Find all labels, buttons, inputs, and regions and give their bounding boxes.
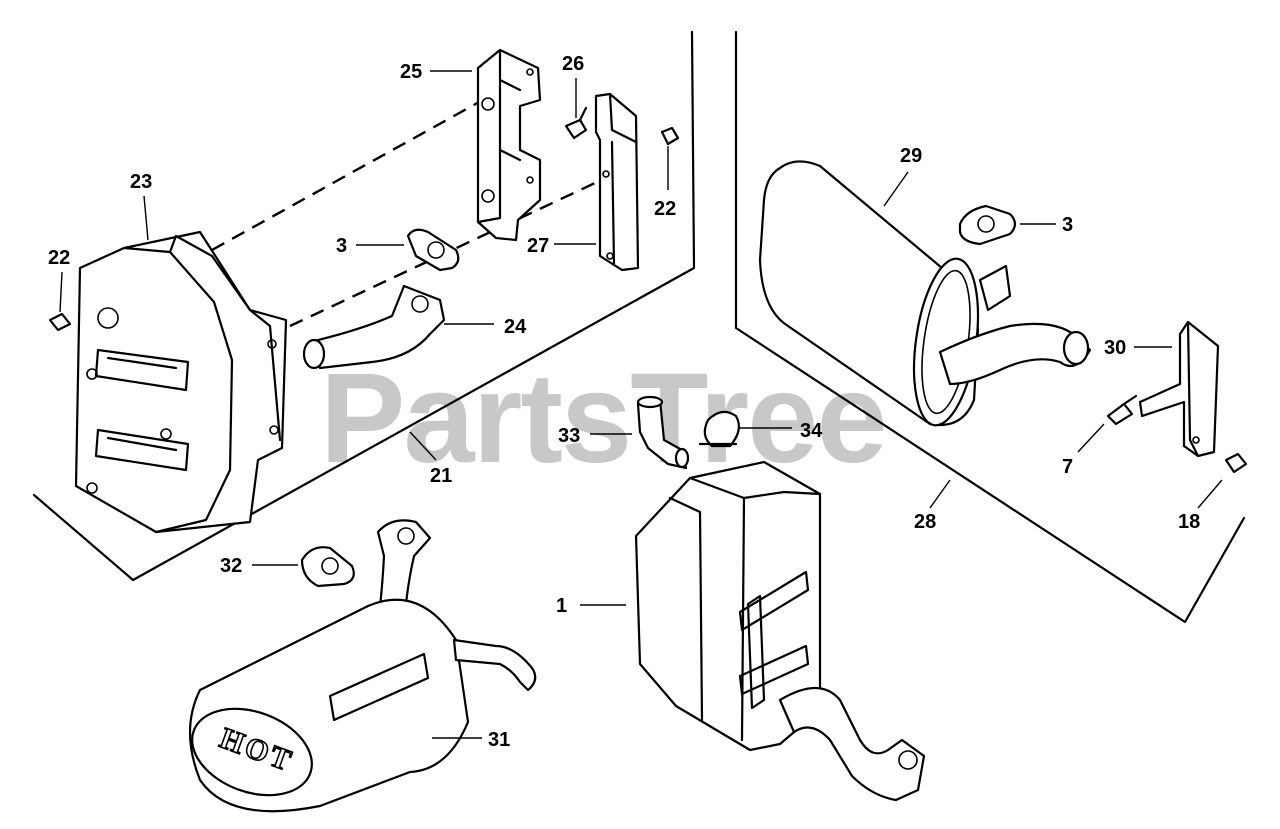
svg-text:29: 29 (900, 145, 922, 167)
bracket-25[interactable] (476, 48, 542, 242)
callout-24: 24 (444, 316, 527, 338)
alignment-line-upper (211, 94, 491, 252)
callout-3-right: 3 (1020, 214, 1073, 236)
bracket-30[interactable] (1138, 320, 1220, 458)
callout-32: 32 (220, 555, 298, 577)
callout-28: 28 (914, 479, 951, 533)
bolt-26[interactable] (564, 106, 588, 140)
gasket-3-right[interactable] (958, 204, 1017, 246)
bolt-22-left[interactable] (48, 312, 72, 332)
callout-23: 23 (130, 171, 152, 241)
muffler-assembly-1[interactable] (634, 460, 926, 802)
callout-7: 7 (1062, 423, 1105, 478)
right-group-frame (734, 30, 1246, 624)
callout-1: 1 (556, 595, 626, 617)
svg-text:21: 21 (430, 465, 452, 487)
elbow-33[interactable] (636, 395, 690, 470)
callout-34: 34 (738, 420, 823, 442)
muffler-31[interactable]: HOT (180, 519, 537, 813)
svg-text:22: 22 (48, 247, 70, 269)
alignment-line-lower (289, 174, 611, 328)
callout-33: 33 (558, 425, 632, 447)
bolt-22-upper[interactable] (660, 126, 680, 146)
callout-25: 25 (400, 61, 472, 83)
callout-31: 31 (432, 729, 510, 751)
svg-text:23: 23 (130, 171, 152, 193)
svg-text:32: 32 (220, 555, 242, 577)
svg-text:25: 25 (400, 61, 422, 83)
muffler-heat-shield-23[interactable] (74, 230, 288, 534)
exhaust-pipe-24[interactable] (302, 284, 446, 370)
bolt-7[interactable] (1106, 394, 1138, 426)
watermark: PartsTree (320, 347, 886, 490)
callout-21: 21 (409, 431, 452, 487)
callout-30: 30 (1104, 337, 1172, 359)
nut-18[interactable] (1224, 452, 1248, 474)
svg-text:26: 26 (562, 53, 584, 75)
callout-27: 27 (527, 235, 596, 257)
gasket-32[interactable] (300, 546, 355, 588)
svg-text:1: 1 (556, 595, 567, 617)
svg-text:30: 30 (1104, 337, 1126, 359)
svg-text:33: 33 (558, 425, 580, 447)
callout-3-left: 3 (336, 235, 404, 257)
muffler-29[interactable] (758, 160, 1092, 429)
svg-text:18: 18 (1178, 511, 1200, 533)
gasket-3-left[interactable] (406, 228, 460, 272)
svg-text:7: 7 (1062, 456, 1073, 478)
callout-29: 29 (883, 145, 922, 207)
svg-text:22: 22 (654, 198, 676, 220)
callout-22-left: 22 (48, 247, 70, 313)
svg-text:28: 28 (914, 511, 936, 533)
svg-text:31: 31 (488, 729, 510, 751)
callout-26: 26 (562, 53, 584, 118)
svg-text:3: 3 (336, 235, 347, 257)
svg-text:34: 34 (800, 420, 823, 442)
svg-text:24: 24 (504, 316, 527, 338)
left-group-frame (32, 30, 696, 582)
clamp-34[interactable] (698, 410, 741, 448)
callout-22-upper: 22 (654, 146, 676, 220)
svg-text:3: 3 (1062, 214, 1073, 236)
svg-text:27: 27 (527, 235, 549, 257)
bracket-27[interactable] (594, 92, 640, 272)
callout-18: 18 (1178, 479, 1223, 533)
